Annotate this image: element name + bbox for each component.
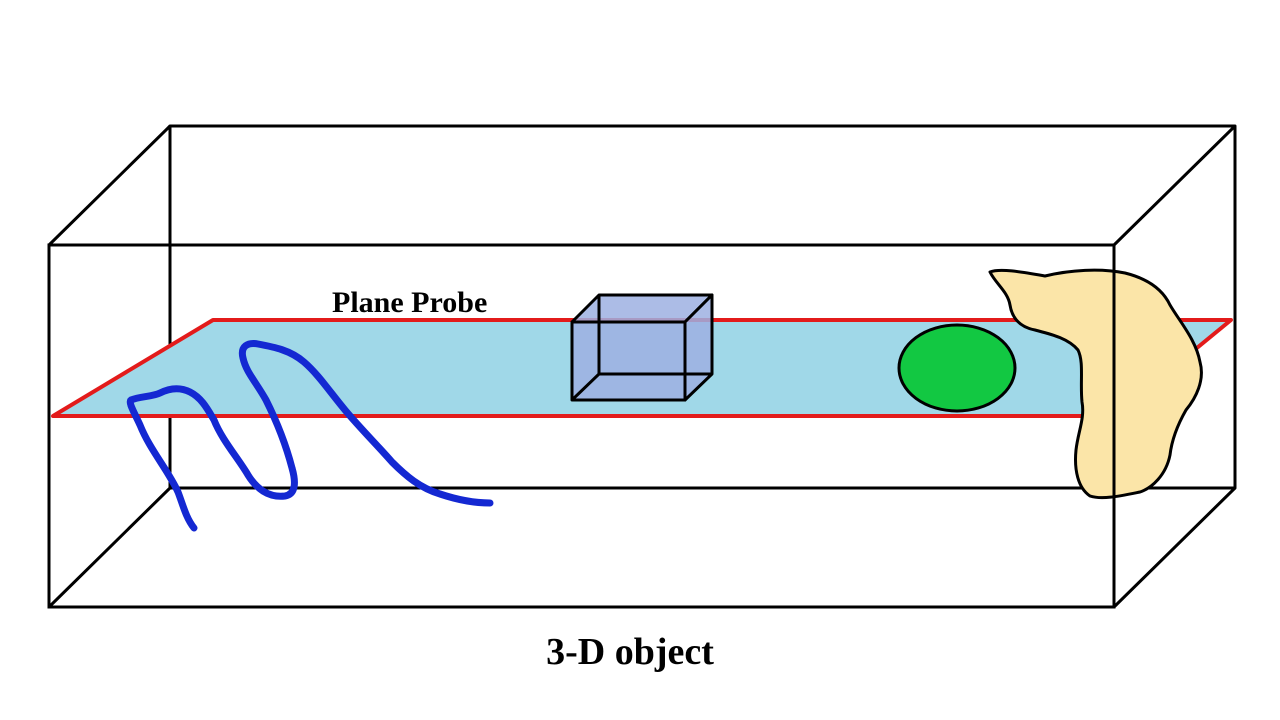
bounding-box-back-face (168, 124, 1237, 490)
plane-probe-label: Plane Probe (332, 286, 487, 319)
cube-front-face (570, 320, 687, 402)
bounding-box-edge (1112, 486, 1237, 609)
bounding-box-edge (47, 486, 172, 609)
cube-hidden-edge (570, 372, 601, 402)
sphere (897, 323, 1017, 413)
bounding-box-edge (1112, 124, 1237, 247)
bounding-box (47, 124, 1237, 609)
wavy-curve (126, 340, 494, 532)
cube (570, 293, 714, 402)
diagram-caption: 3-D object (546, 631, 714, 673)
bounding-box-edge (47, 124, 172, 247)
bounding-box-front-face (47, 243, 1116, 609)
irregular-blob (988, 268, 1203, 500)
